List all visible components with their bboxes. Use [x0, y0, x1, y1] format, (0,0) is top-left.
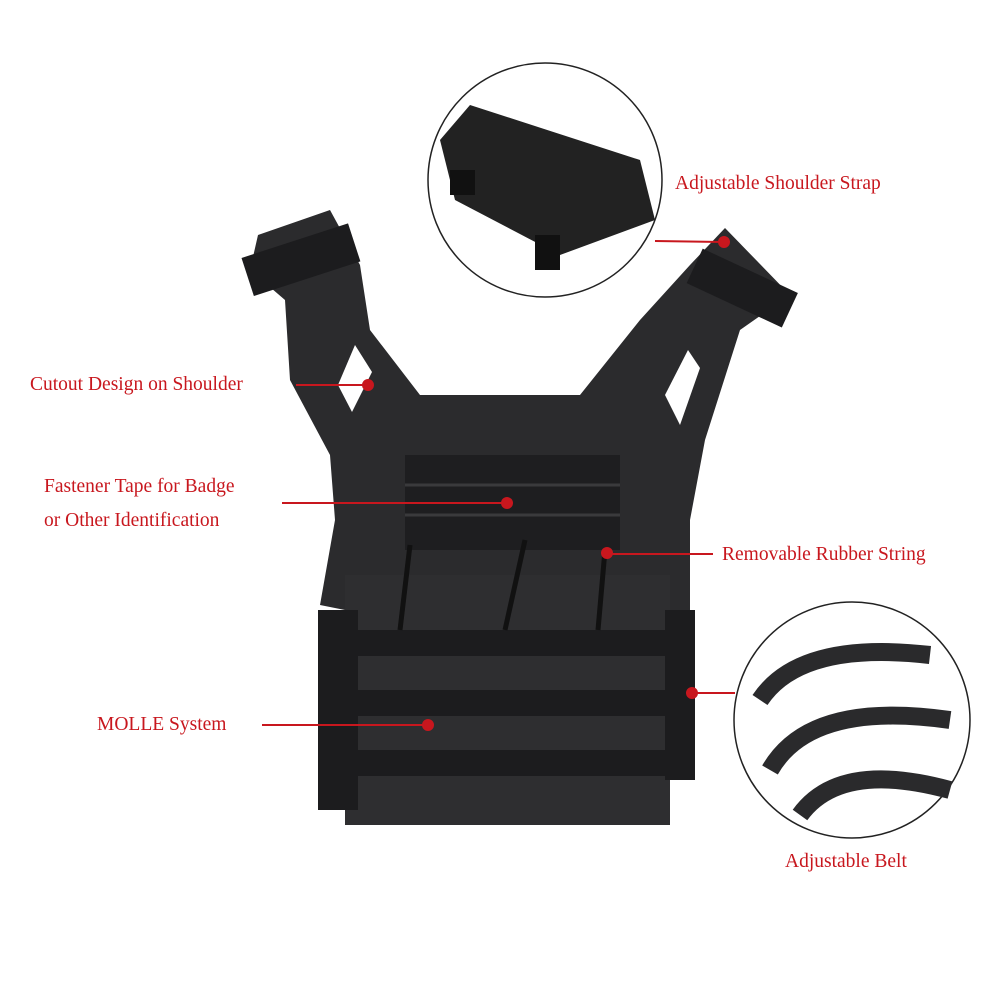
label-fastener-line1: Fastener Tape for Badge — [44, 476, 235, 497]
belt-detail-circle — [733, 601, 971, 839]
molle-webbing — [318, 610, 695, 810]
label-cutout: Cutout Design on Shoulder — [30, 374, 243, 395]
right-shoulder-velcro — [686, 248, 798, 328]
left-cutout — [338, 345, 372, 412]
rubber-strings — [397, 539, 608, 631]
label-molle: MOLLE System — [97, 714, 227, 735]
label-shoulder-strap: Adjustable Shoulder Strap — [675, 173, 881, 194]
right-cutout — [665, 350, 700, 425]
label-fastener-line2: or Other Identification — [44, 510, 220, 531]
left-shoulder-velcro — [241, 223, 361, 297]
shoulder-detail-circle — [427, 62, 663, 298]
label-belt: Adjustable Belt — [785, 851, 907, 872]
label-rubber-string: Removable Rubber String — [722, 544, 926, 565]
vest — [241, 210, 798, 825]
leader-lines — [262, 236, 735, 731]
